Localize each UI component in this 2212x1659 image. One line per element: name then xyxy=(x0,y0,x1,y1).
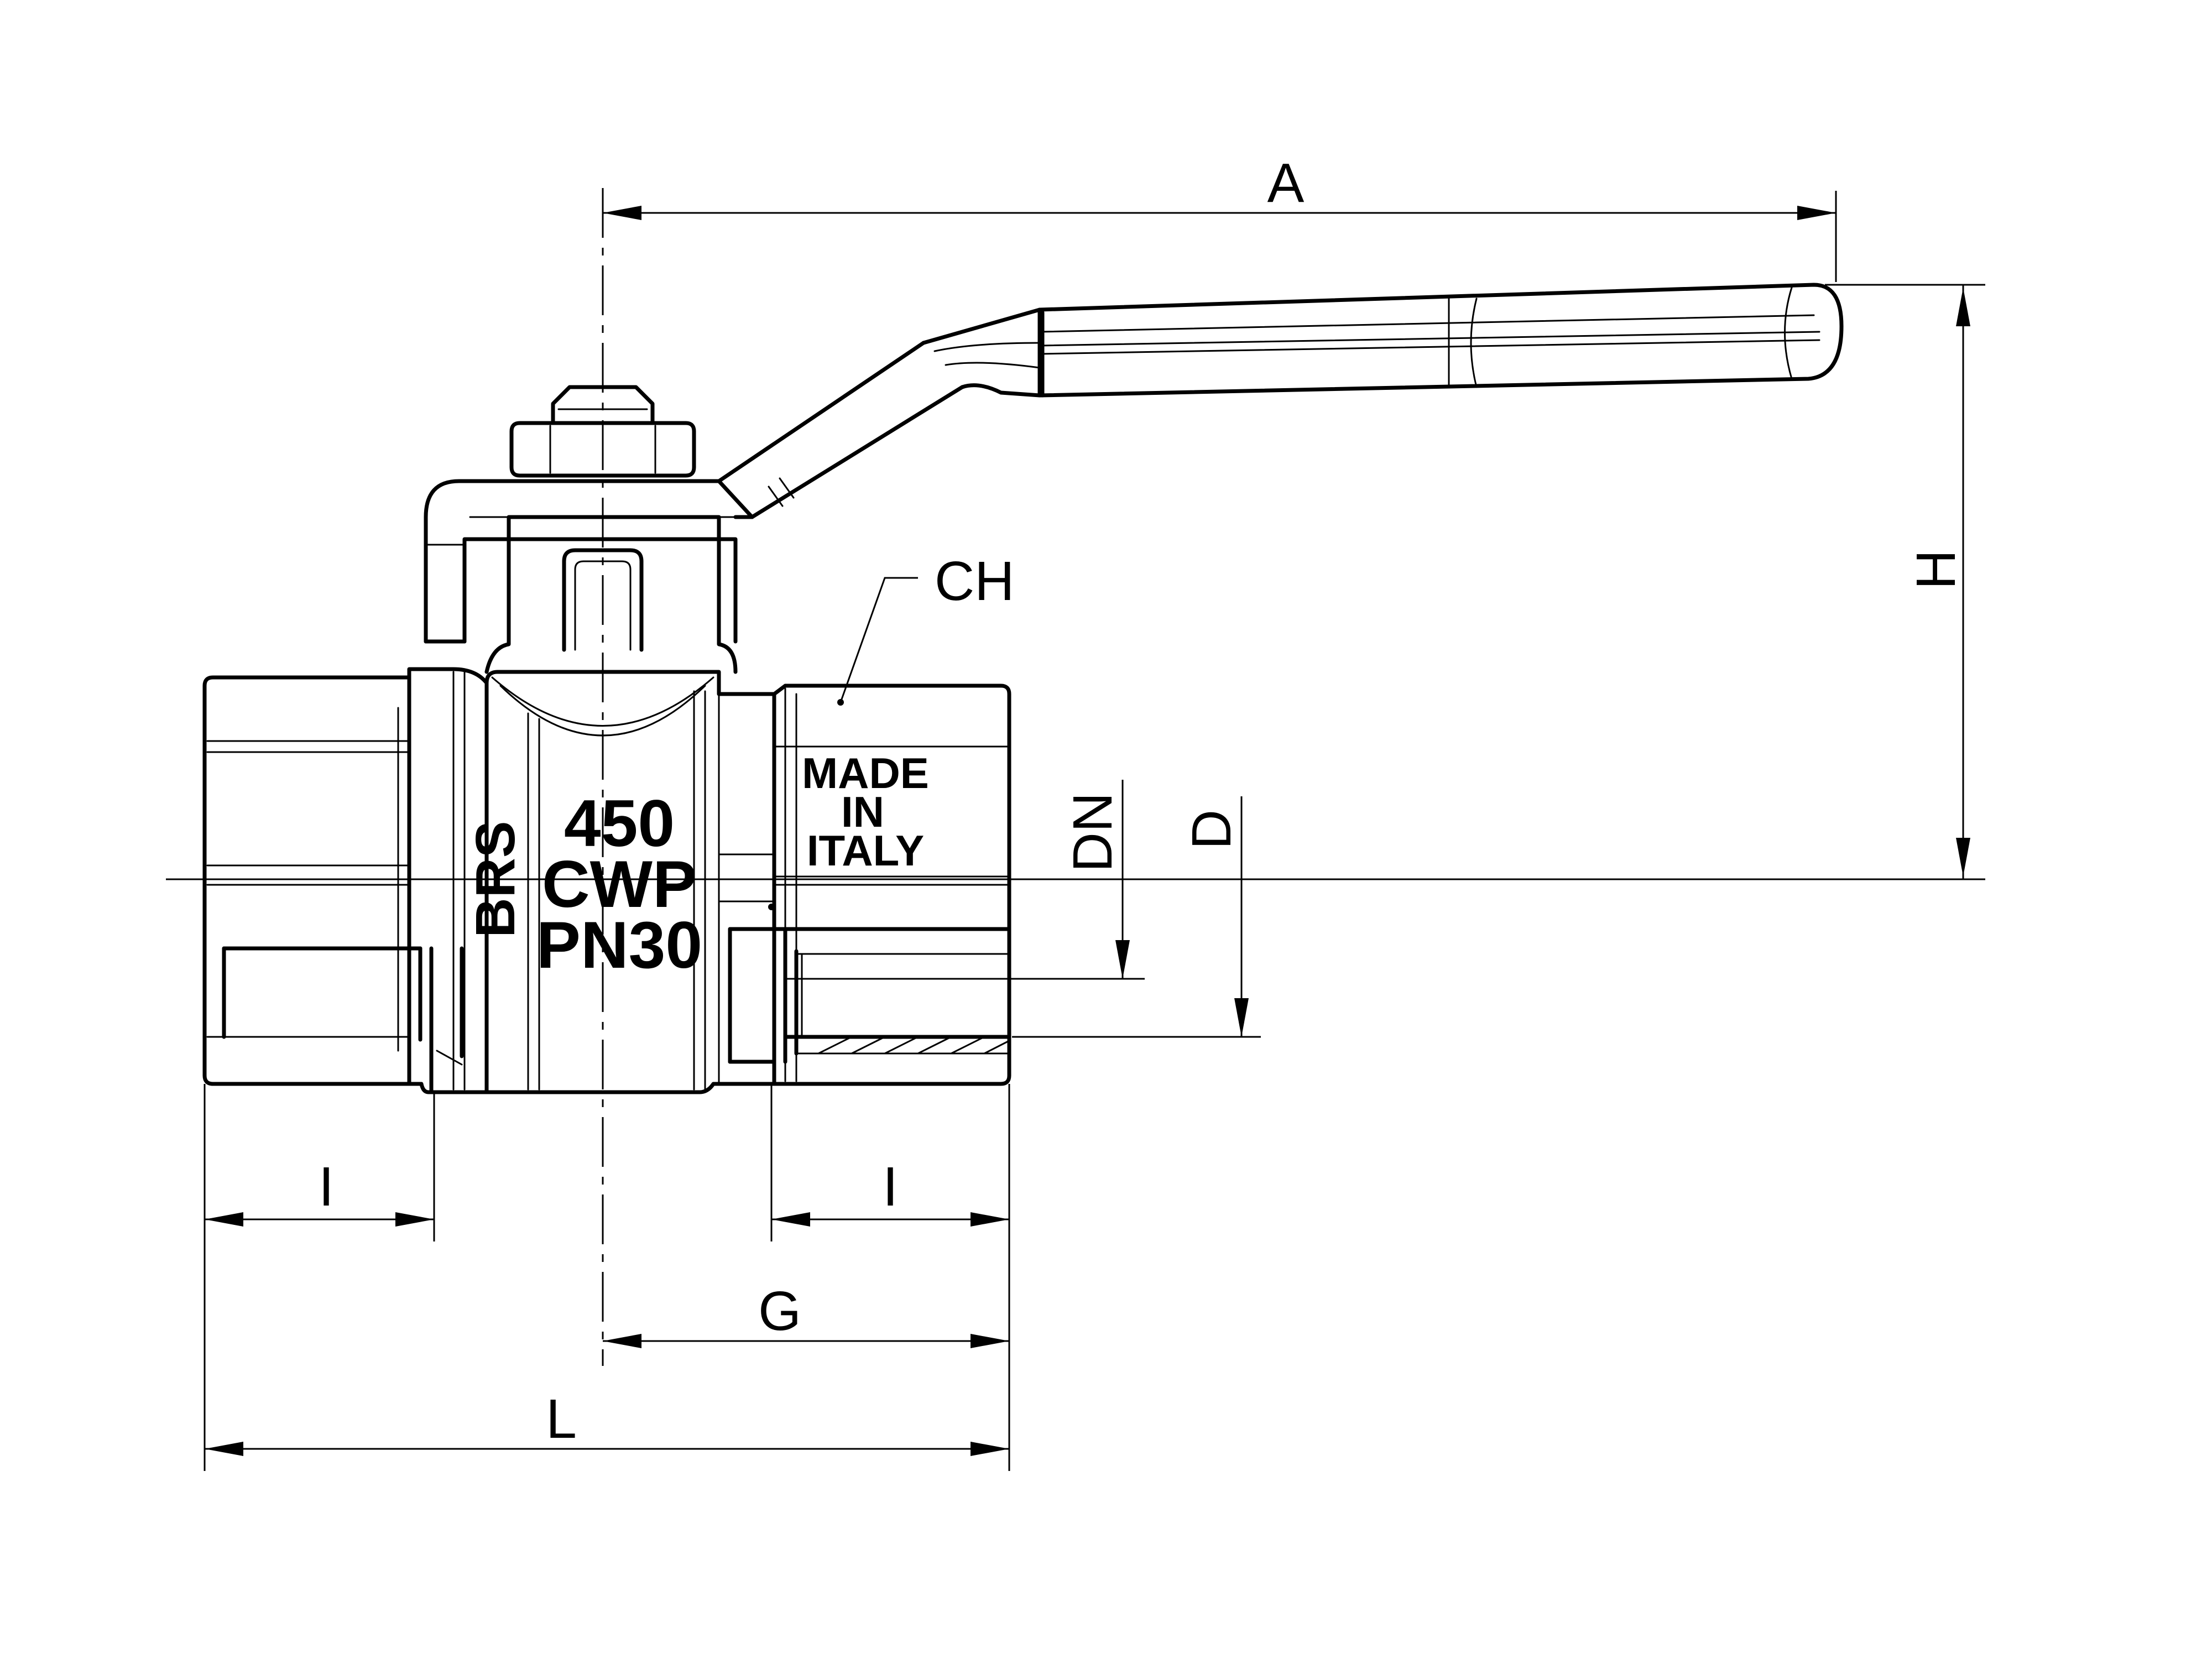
dim-label-d: D xyxy=(1181,810,1243,849)
origin-marking-italy: ITALY xyxy=(807,826,924,875)
dim-label-ch: CH xyxy=(935,550,1014,612)
dimension-g xyxy=(603,1334,1009,1348)
origin-marking-made: MADE xyxy=(802,749,929,797)
right-end-fitting xyxy=(768,684,1011,1086)
dimension-i-left xyxy=(204,1084,435,1471)
dim-label-h: H xyxy=(1905,550,1967,589)
pressure-marking-cwp: CWP xyxy=(542,847,697,921)
ch-leader xyxy=(839,577,918,703)
dim-label-g: G xyxy=(758,1280,801,1342)
lever-handle xyxy=(424,283,1844,644)
dim-label-l: L xyxy=(546,1388,577,1450)
dimension-h xyxy=(1825,284,1985,879)
dim-label-i-right: I xyxy=(883,1156,898,1218)
dimension-d xyxy=(1012,796,1261,1038)
valve-body xyxy=(484,670,787,1094)
dimension-a xyxy=(603,191,1837,282)
dim-label-i-left: I xyxy=(319,1156,334,1218)
material-marking: BRS xyxy=(465,821,526,937)
dim-label-dn: DN xyxy=(1062,792,1124,872)
pressure-marking-pn30: PN30 xyxy=(536,908,702,982)
pressure-marking-450: 450 xyxy=(564,786,675,860)
left-end-fitting xyxy=(202,675,422,1086)
dimension-dn xyxy=(785,780,1145,980)
origin-marking-in: IN xyxy=(841,787,884,836)
dim-label-a: A xyxy=(1267,152,1305,214)
stem-nut xyxy=(509,385,696,478)
dimension-l xyxy=(205,1442,1009,1456)
dimension-i-right xyxy=(770,1084,1010,1471)
